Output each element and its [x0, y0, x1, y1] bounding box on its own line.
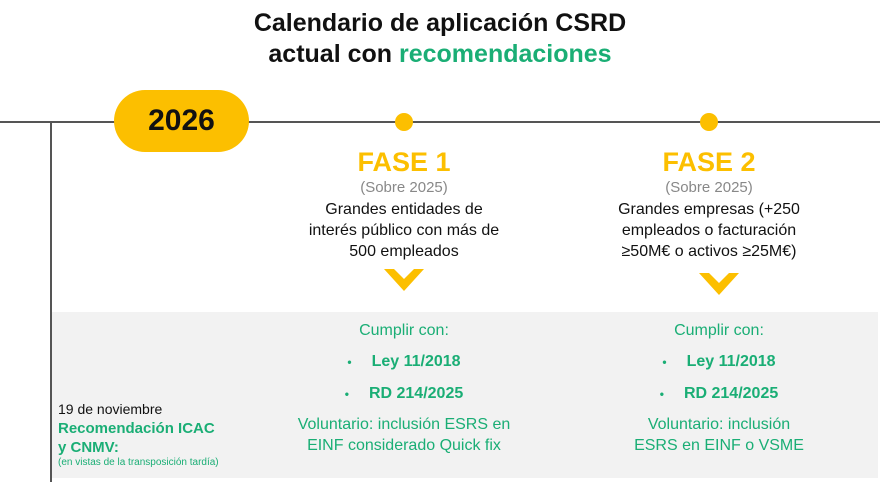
bullet-item: • Ley 11/2018 [274, 352, 534, 372]
voluntary-text: Voluntario: inclusión ESRS en [297, 416, 511, 433]
comply-label: Cumplir con: [674, 322, 764, 339]
phase-2-header: FASE 2 (Sobre 2025) Grandes empresas (+2… [579, 147, 839, 262]
title-line-1: Calendario de aplicación CSRD [253, 9, 627, 37]
phase-1-desc: 500 empleados [349, 243, 459, 260]
timeline-vertical [50, 121, 52, 482]
requirements-panel [52, 312, 878, 478]
timeline-horizontal [0, 121, 880, 123]
voluntary-text: EINF considerado Quick fix [307, 437, 501, 454]
comply-label: Cumplir con: [359, 322, 449, 339]
phase-1-header: FASE 1 (Sobre 2025) Grandes entidades de… [274, 147, 534, 262]
phase-1-title: FASE 1 [357, 147, 451, 177]
title-highlight: recomendaciones [399, 40, 612, 68]
bullet-icon: • [662, 355, 667, 369]
bullet-icon: • [344, 387, 349, 401]
page-title: Calendario de aplicación CSRD actual con… [0, 8, 880, 70]
bullet-text: Ley 11/2018 [686, 353, 776, 370]
phase-2-desc: ≥50M€ o activos ≥25M€) [621, 243, 797, 260]
recommendation-note: 19 de noviembre Recomendación ICAC y CNM… [58, 400, 219, 469]
bullet-icon: • [659, 387, 664, 401]
phase-2-requirements: Cumplir con: • Ley 11/2018 • RD 214/2025 V… [589, 320, 849, 456]
chevron-down-icon [384, 269, 424, 291]
title-line-2: actual con recomendaciones [0, 39, 880, 70]
phase-2-desc: empleados o facturación [621, 222, 797, 239]
note-title: Recomendación ICAC [58, 420, 215, 437]
voluntary-text: ESRS en EINF o VSME [634, 437, 804, 454]
phase-1-desc: interés público con más de [308, 222, 500, 239]
phase-2-title: FASE 2 [662, 147, 756, 177]
phase-2-desc: Grandes empresas (+250 [618, 201, 800, 218]
bullet-text: RD 214/2025 [368, 385, 464, 402]
year-badge: 2026 [114, 90, 249, 152]
bullet-icon: • [347, 355, 352, 369]
phase-2-dot [700, 113, 718, 131]
bullet-text: RD 214/2025 [683, 385, 779, 402]
phase-1-desc: Grandes entidades de [325, 201, 483, 218]
phase-2-sub: (Sobre 2025) [665, 179, 753, 196]
phase-1-dot [395, 113, 413, 131]
bullet-text: Ley 11/2018 [371, 353, 461, 370]
bullet-item: • RD 214/2025 [589, 384, 849, 404]
bullet-item: • RD 214/2025 [274, 384, 534, 404]
note-date: 19 de noviembre [58, 401, 163, 417]
phase-1-requirements: Cumplir con: • Ley 11/2018 • RD 214/2025 V… [274, 320, 534, 456]
phase-1-sub: (Sobre 2025) [360, 179, 448, 196]
voluntary-text: Voluntario: inclusión [647, 416, 791, 433]
note-title: y CNMV: [58, 439, 119, 456]
bullet-item: • Ley 11/2018 [589, 352, 849, 372]
chevron-down-icon [699, 273, 739, 295]
note-subtext: (en vistas de la transposición tardía) [58, 457, 219, 468]
title-prefix: actual con [268, 40, 399, 68]
